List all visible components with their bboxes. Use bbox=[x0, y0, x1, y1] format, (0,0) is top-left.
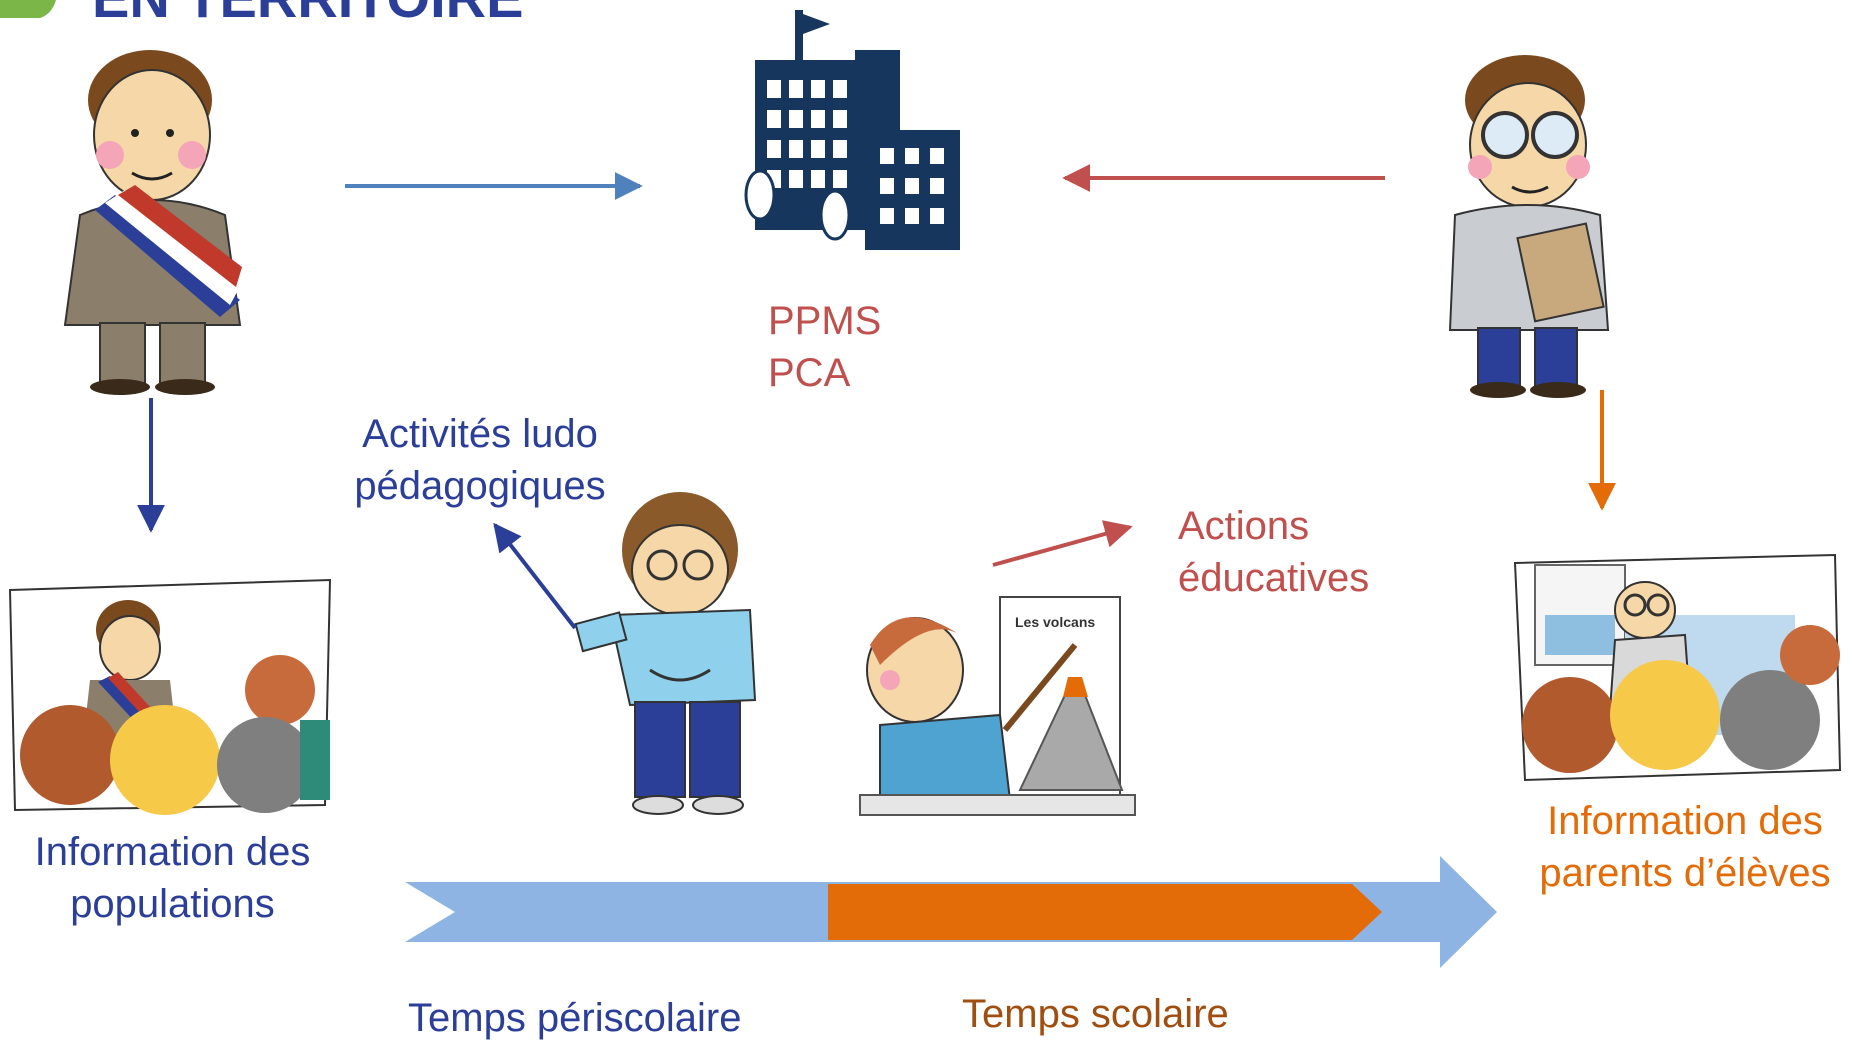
info-populations-label: Information des populations bbox=[34, 830, 311, 926]
page-title: EN TERRITOIRE bbox=[92, 0, 523, 30]
info-parents-label: Information des parents d’élèves bbox=[1539, 799, 1831, 895]
timeline-arrow bbox=[405, 856, 1497, 968]
teacher-volcano-icon: Les volcans bbox=[859, 596, 1136, 816]
temps-periscolaire-label: Temps périscolaire bbox=[408, 996, 742, 1040]
school-building-icon bbox=[744, 10, 960, 250]
timeline-scolaire-band bbox=[828, 884, 1382, 940]
logo-icon bbox=[0, 0, 56, 18]
school-principal-icon bbox=[1448, 55, 1610, 398]
mayor-icon bbox=[63, 50, 242, 395]
parent-meeting-icon bbox=[1513, 553, 1842, 782]
public-meeting-icon bbox=[8, 578, 332, 815]
actions-label: Actions éducatives bbox=[1178, 504, 1370, 600]
pca-text: PCA bbox=[768, 351, 851, 395]
child-to-activities-arrow bbox=[493, 522, 577, 630]
ppms-pca-label: PPMS PCA bbox=[768, 295, 881, 399]
temps-scolaire-label: Temps scolaire bbox=[962, 992, 1229, 1036]
child-icon bbox=[574, 492, 757, 815]
activities-label: Activités ludo pédagogiques bbox=[354, 412, 606, 508]
svg-text:Les volcans: Les volcans bbox=[1015, 614, 1095, 630]
teacher-to-actions-arrow bbox=[992, 520, 1133, 567]
ppms-text: PPMS bbox=[768, 299, 882, 343]
